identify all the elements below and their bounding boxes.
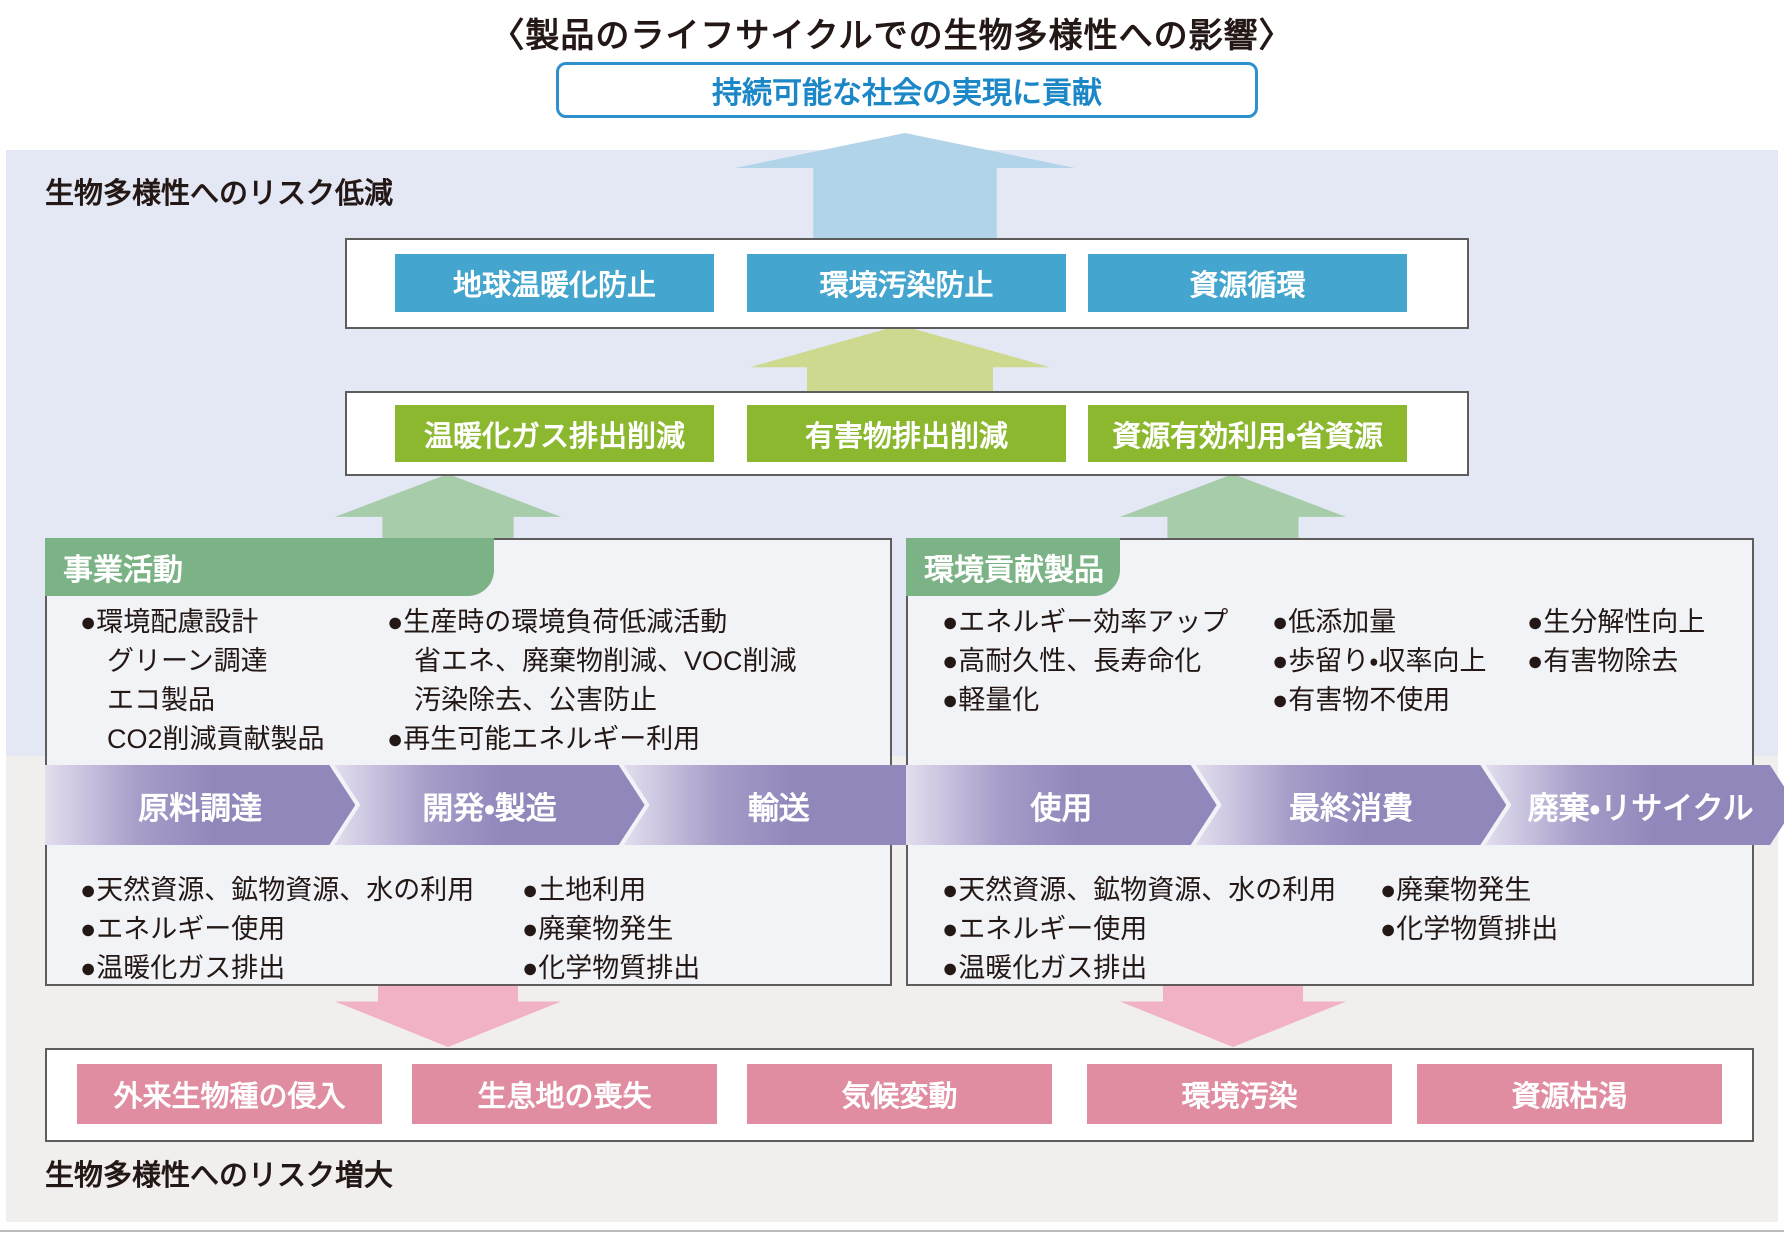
outcome-row-box: 地球温暖化防止 環境汚染防止 資源循環 [345,238,1469,329]
measure-resource-efficiency: 資源有効利用・省資源 [1088,405,1407,462]
measure-row-box: 温暖化ガス排出削減 有害物排出削減 資源有効利用・省資源 [345,391,1469,476]
outcome-resource-circulation: 資源循環 [1088,254,1407,312]
bullet-item: ●廃棄物発生 [1380,875,1532,905]
stage-label: 最終消費 [1289,790,1413,826]
bullet-item: ●生分解性向上 [1527,607,1706,637]
bullet-item: ●有害物除去 [1527,646,1679,676]
bullet-item: ●高耐久性、長寿命化 [942,646,1202,676]
bullet-item: CO2削減貢献製品 [107,724,325,754]
bullet-item: ●エネルギー使用 [942,914,1148,944]
stage-use: 使用 [906,765,1217,845]
business-activity-header: 事業活動 [45,538,494,596]
risk-environmental-pollution: 環境汚染 [1087,1064,1392,1124]
outcome-global-warming-prevention: 地球温暖化防止 [395,254,714,312]
bullet-item: ●環境配慮設計 [80,607,259,637]
bullet-item: ●エネルギー使用 [80,914,286,944]
diagram-title: 〈製品のライフサイクルでの生物多様性への影響〉 [490,17,1294,55]
measure-hazard-reduction: 有害物排出削減 [747,405,1066,462]
stage-label: 使用 [1030,790,1093,826]
bottom-divider [0,1230,1784,1232]
stage-final-consumption: 最終消費 [1196,765,1507,845]
bullet-item: ●廃棄物発生 [522,914,674,944]
bullet-item: ●生産時の環境負荷低減活動 [387,607,728,637]
stage-transport: 輸送 [624,765,934,845]
business-activity-header-label: 事業活動 [63,554,183,587]
risk-invasive-species: 外来生物種の侵入 [77,1064,382,1124]
bullet-item: ●化学物質排出 [1380,914,1559,944]
stage-label: 開発・製造 [422,790,557,826]
measure-ghg-reduction: 温暖化ガス排出削減 [395,405,714,462]
bullet-item: ●再生可能エネルギー利用 [387,724,701,754]
stage-disposal-recycle: 廃棄・リサイクル [1485,765,1784,845]
lifecycle-stages-left: 原料調達 開発・製造 輸送 [45,765,934,845]
bullet-item: ●軽量化 [942,685,1040,715]
bullet-item: ●土地利用 [522,875,647,905]
risk-climate-change: 気候変動 [747,1064,1052,1124]
bullet-item: ●化学物質排出 [522,953,701,983]
goal-text: 持続可能な社会の実現に貢献 [712,77,1102,110]
bullet-item: 省エネ、廃棄物削減、VOC削減 [414,646,797,676]
goal-box: 持続可能な社会の実現に貢献 [556,62,1258,118]
biodiversity-risk-row-box: 外来生物種の侵入 生息地の喪失 気候変動 環境汚染 資源枯渇 [45,1048,1754,1142]
eco-products-panel: 環境貢献製品 ●エネルギー効率アップ ●高耐久性、長寿命化 ●軽量化 ●低添加量… [906,538,1754,986]
stage-raw-material: 原料調達 [45,765,355,845]
risk-resource-depletion: 資源枯渇 [1417,1064,1722,1124]
bullet-item: ●有害物不使用 [1272,685,1451,715]
bullet-item: ●天然資源、鉱物資源、水の利用 [942,875,1337,905]
risk-habitat-loss: 生息地の喪失 [412,1064,717,1124]
business-activity-panel: 事業活動 ●環境配慮設計 グリーン調達 エコ製品 CO2削減貢献製品 ●生産時の… [45,538,892,986]
risk-reduction-label: 生物多様性へのリスク低減 [45,178,394,210]
bullet-item: ●温暖化ガス排出 [942,953,1148,983]
eco-products-header: 環境貢献製品 [906,538,1120,596]
stage-label: 輸送 [747,790,810,826]
risk-increase-label: 生物多様性へのリスク増大 [45,1160,394,1192]
bullet-item: グリーン調達 [107,646,268,676]
bullet-item: ●エネルギー効率アップ [942,607,1229,637]
lifecycle-stages-right: 使用 最終消費 廃棄・リサイクル [906,765,1784,845]
bullet-item: ●温暖化ガス排出 [80,953,286,983]
stage-label: 原料調達 [138,790,263,826]
eco-products-header-label: 環境貢献製品 [924,554,1104,587]
bullet-item: ●天然資源、鉱物資源、水の利用 [80,875,475,905]
stage-development-manufacturing: 開発・製造 [334,765,644,845]
bullet-item: 汚染除去、公害防止 [414,685,657,715]
bullet-item: ●低添加量 [1272,607,1397,637]
stage-label: 廃棄・リサイクル [1527,790,1754,826]
bullet-item: エコ製品 [107,685,215,715]
bullet-item: ●歩留り・収率向上 [1272,646,1487,676]
outcome-pollution-prevention: 環境汚染防止 [747,254,1066,312]
